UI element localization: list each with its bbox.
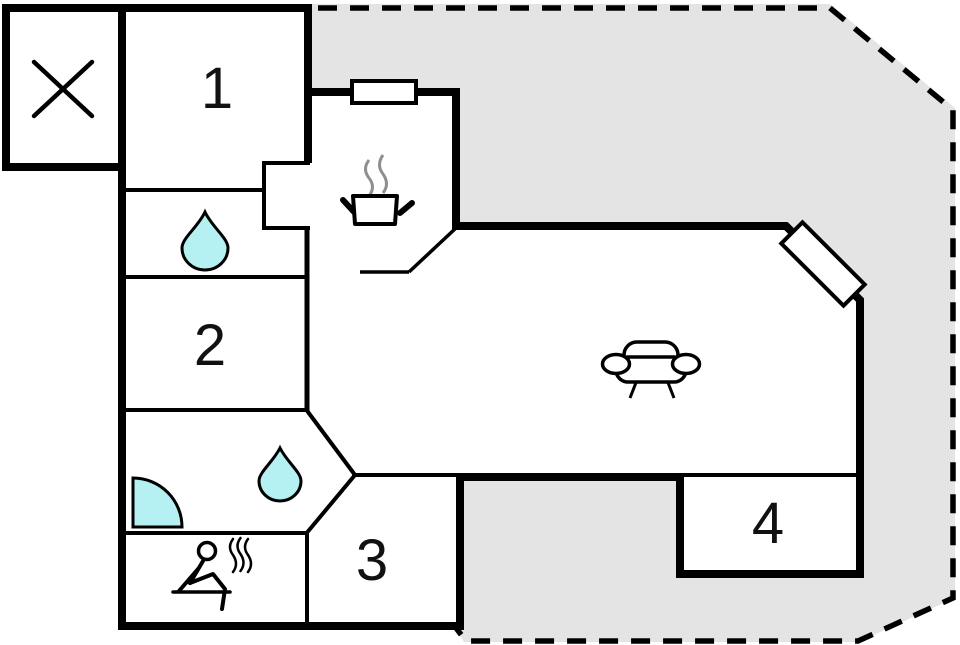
room-2-label: 2 xyxy=(193,313,227,378)
shower-quarter-circle-icon xyxy=(131,476,184,529)
room-1-label: 1 xyxy=(200,56,234,121)
sauna-person-icon xyxy=(171,536,253,611)
crossed-room-icon xyxy=(31,59,95,119)
interior-walls xyxy=(118,4,860,630)
water-drop-icon xyxy=(257,444,303,503)
cooking-pot-steam-icon xyxy=(340,154,415,226)
window-marker xyxy=(350,79,418,105)
sofa-icon xyxy=(600,340,702,399)
room-4-label: 4 xyxy=(751,491,785,556)
door-marker xyxy=(778,219,868,309)
terrace-dashed-boundary xyxy=(318,5,956,644)
water-drop-icon xyxy=(180,208,230,272)
room-3-label: 3 xyxy=(355,528,389,593)
